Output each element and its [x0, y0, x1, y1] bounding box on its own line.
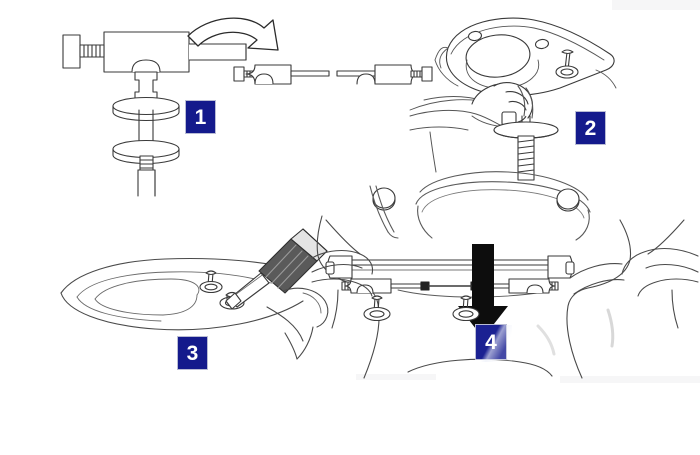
seated-bolt-right	[555, 49, 579, 79]
step-1-number: 1	[194, 105, 207, 129]
bolt-assembly-right	[336, 64, 433, 85]
step-4-illustration	[311, 171, 699, 379]
bowl-opening	[465, 34, 531, 78]
hand	[266, 287, 329, 360]
step-1-badge: 1	[186, 101, 215, 133]
bolt-assembly-left	[233, 64, 330, 85]
step-4-number: 4	[485, 330, 497, 354]
down-arrow	[458, 244, 508, 338]
flanged-bolt	[493, 85, 559, 181]
step-3-illustration	[45, 215, 335, 360]
bolt-right	[452, 295, 480, 322]
hinge-bar-assembly	[325, 255, 575, 294]
scan-artifact	[612, 0, 700, 10]
hand-holding-bolt	[409, 82, 534, 173]
hand-left	[311, 219, 374, 329]
thumbscrew-knob	[62, 34, 81, 69]
step-3-number: 3	[186, 341, 199, 365]
step-2-number: 2	[584, 116, 597, 140]
step-3-badge: 3	[178, 337, 207, 369]
bolt-cap-left	[199, 270, 223, 294]
step-4-badge: 4	[476, 325, 512, 362]
bolt-left	[363, 295, 391, 322]
hand-right	[569, 219, 699, 329]
step-2-illustration	[409, 8, 625, 181]
mounting-hole-left	[467, 30, 483, 42]
step-2-badge: 2	[576, 112, 605, 144]
curved-rotation-arrow	[187, 17, 279, 51]
mounting-hole-right	[534, 38, 550, 50]
step-1-illustration	[40, 10, 433, 197]
